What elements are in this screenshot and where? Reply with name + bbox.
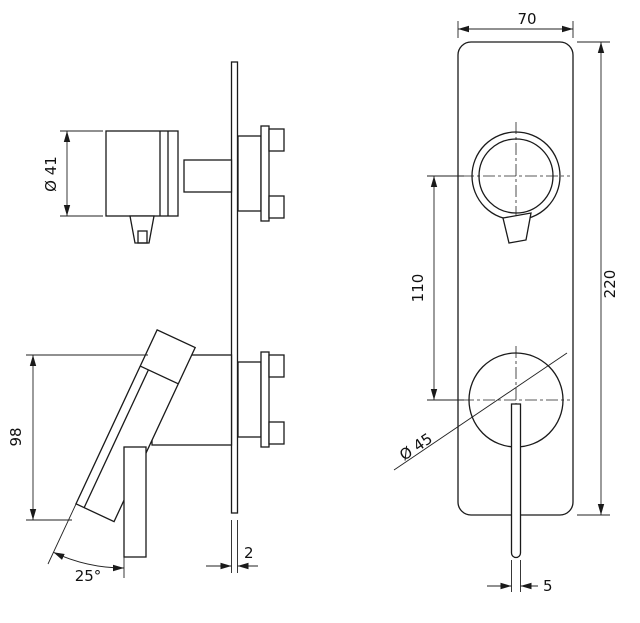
dim-front-height: 220 [577, 41, 619, 516]
dim-label-upper-knob-diameter: Ø 41 [42, 156, 60, 192]
knob-indicator-tab-side [129, 215, 155, 244]
lower-knob-front [393, 352, 568, 559]
side-view [75, 61, 285, 558]
dim-label-front-height: 220 [601, 270, 619, 299]
lower-mixer-side [75, 328, 233, 558]
front-view [393, 41, 574, 559]
vertical-lever-pin [123, 446, 147, 558]
dim-front-width: 70 [457, 10, 574, 38]
knob-indicator-tab-front [502, 212, 532, 244]
dim-label-knob-spacing: 110 [409, 274, 427, 303]
upper-knob-front [471, 131, 561, 244]
wall-plate-edge [230, 61, 239, 514]
dim-knob-spacing: 110 [409, 175, 464, 401]
dim-plate-thickness: 2 [206, 520, 258, 573]
lower-valve-body [237, 351, 285, 448]
dim-handle-drop: 98 [7, 354, 148, 521]
dim-lever-width: 5 [487, 560, 553, 595]
dimensions-side: Ø 41 98 25° 2 [7, 130, 258, 585]
dim-upper-knob-diameter: Ø 41 [42, 130, 103, 217]
dim-lever-angle: 25° [47, 503, 125, 585]
upper-knob-side [105, 130, 233, 244]
upper-valve-body [237, 125, 285, 222]
diameter-leader-line [393, 352, 568, 471]
dim-label-front-width: 70 [517, 10, 536, 28]
lever-pin-front [510, 403, 522, 559]
tilted-lever-handle [75, 328, 197, 523]
dim-label-handle-drop: 98 [7, 427, 25, 446]
dim-label-plate-thickness: 2 [244, 544, 254, 562]
dim-label-lever-width: 5 [543, 577, 553, 595]
dim-label-lower-knob-diameter: Ø 45 [396, 429, 436, 464]
dim-label-lever-angle: 25° [75, 567, 102, 585]
